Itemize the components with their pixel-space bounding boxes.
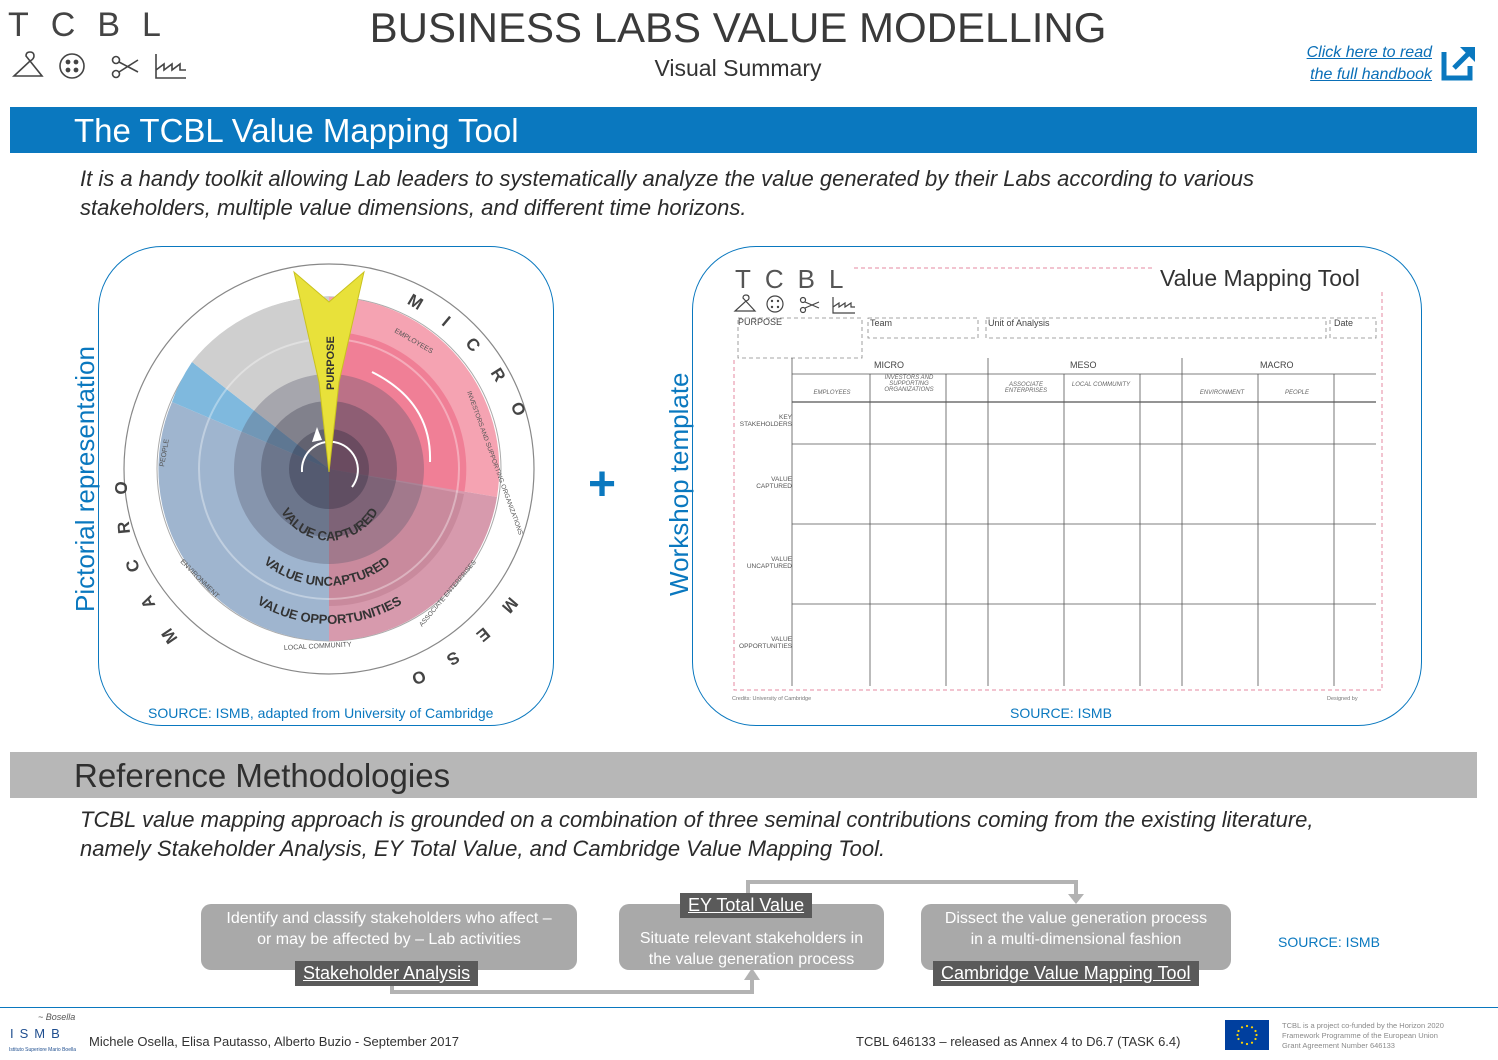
template-logo-letters: TCBL bbox=[735, 264, 858, 294]
footer-release: TCBL 646133 – released as Annex 4 to D6.… bbox=[856, 1034, 1181, 1049]
flow-box-stakeholder: Identify and classify stakeholders who a… bbox=[201, 904, 577, 970]
flow-box-ey: Situate relevant stakeholders in the val… bbox=[619, 904, 884, 970]
footer-funding: TCBL is a project co-funded by the Horiz… bbox=[1282, 1021, 1482, 1051]
ismb-signature-icon: ~ Bosella bbox=[38, 1012, 76, 1022]
template-purpose-field: PURPOSE bbox=[738, 317, 783, 327]
hanger-icon bbox=[733, 294, 757, 312]
macro-sector bbox=[158, 296, 329, 641]
tcbl-logo-letters: TCBL bbox=[8, 6, 183, 44]
scissors-icon bbox=[799, 296, 820, 314]
template-col-investors: INVESTORS AND SUPPORTING ORGANIZATIONS bbox=[884, 375, 934, 393]
footer-authors: Michele Osella, Elisa Pautasso, Alberto … bbox=[89, 1034, 459, 1049]
template-col-people: PEOPLE bbox=[1284, 390, 1309, 396]
flow-box1-line1: Identify and classify stakeholders who a… bbox=[226, 910, 552, 927]
template-col-local: LOCAL COMMUNITY bbox=[1071, 382, 1131, 388]
workshop-source: SOURCE: ISMB bbox=[1010, 705, 1112, 721]
section2-intro-line1: TCBL value mapping approach is grounded … bbox=[80, 807, 1314, 832]
cambridge-tool-tag[interactable]: Cambridge Value Mapping Tool bbox=[933, 961, 1199, 986]
section1-intro-line2: stakeholders, multiple value dimensions,… bbox=[80, 195, 747, 220]
section-bar-reference: Reference Methodologies bbox=[10, 752, 1477, 798]
template-unit-field: Unit of Analysis bbox=[988, 318, 1050, 328]
flow-box2-line1: Situate relevant stakeholders in bbox=[639, 930, 864, 947]
section2-intro: TCBL value mapping approach is grounded … bbox=[80, 805, 1460, 863]
template-title: Value Mapping Tool bbox=[1160, 265, 1360, 291]
external-link-icon[interactable] bbox=[1440, 44, 1476, 82]
handbook-link[interactable]: Click here to read the full handbook bbox=[1307, 42, 1432, 86]
pictorial-label: Pictorial representation bbox=[70, 346, 100, 612]
purpose-wedge bbox=[293, 270, 365, 473]
handbook-link-line1[interactable]: Click here to read bbox=[1306, 44, 1432, 61]
micro-sector bbox=[329, 297, 500, 497]
pictorial-source: SOURCE: ISMB, adapted from University of… bbox=[148, 705, 494, 721]
tcbl-logo-icons bbox=[11, 51, 186, 79]
purpose-label: PURPOSE bbox=[325, 336, 337, 390]
flow-box-cambridge: Dissect the value generation process in … bbox=[921, 904, 1231, 970]
section-title-value-mapping: The TCBL Value Mapping Tool bbox=[74, 112, 519, 149]
flow-source: SOURCE: ISMB bbox=[1278, 934, 1380, 950]
workshop-label: Workshop template bbox=[664, 372, 694, 596]
value-wheel-diagram: PURPOSE VALUE CAPTURED VALUE UNCAPTURED … bbox=[112, 263, 535, 698]
factory-icon bbox=[832, 297, 855, 314]
flow-box1-line2: or may be affected by – Lab activities bbox=[257, 931, 521, 948]
button-icon bbox=[59, 53, 85, 79]
template-logo-icons bbox=[733, 294, 855, 314]
template-col-associate: ASSOCIATE ENTERPRISES bbox=[1004, 382, 1048, 394]
template-col-employees: EMPLOYEES bbox=[813, 390, 851, 396]
footer-funding-line2: Framework Programme of the European Unio… bbox=[1282, 1031, 1438, 1040]
stakeholder-analysis-tag[interactable]: Stakeholder Analysis bbox=[295, 961, 479, 986]
footer-funding-line1: TCBL is a project co-funded by the Horiz… bbox=[1282, 1021, 1444, 1030]
template-group-macro: MACRO bbox=[1260, 360, 1294, 370]
page-subtitle: Visual Summary bbox=[654, 55, 822, 81]
workshop-template-form bbox=[733, 267, 1383, 691]
footer-divider bbox=[0, 1007, 1498, 1008]
stakeholder-people: PEOPLE bbox=[159, 438, 171, 467]
template-credits: Credits: University of Cambridge bbox=[732, 696, 812, 702]
flow-box3-line1: Dissect the value generation process bbox=[944, 910, 1208, 927]
template-group-meso: MESO bbox=[1070, 360, 1097, 370]
flow-box3-line2: in a multi-dimensional fashion bbox=[970, 931, 1182, 948]
button-icon bbox=[766, 295, 784, 313]
section1-intro: It is a handy toolkit allowing Lab leade… bbox=[80, 164, 1440, 222]
ey-total-value-tag[interactable]: EY Total Value bbox=[680, 893, 813, 918]
ismb-logo: ISMB bbox=[10, 1026, 66, 1041]
stakeholder-local-community: LOCAL COMMUNITY bbox=[284, 641, 352, 652]
template-date-field: Date bbox=[1334, 318, 1354, 328]
section1-intro-line1: It is a handy toolkit allowing Lab leade… bbox=[80, 166, 1255, 191]
template-col-environment: ENVIRONMENT bbox=[1199, 390, 1245, 396]
section-bar-value-mapping: The TCBL Value Mapping Tool bbox=[10, 107, 1477, 153]
scissors-icon bbox=[111, 55, 139, 79]
template-group-micro: MICRO bbox=[874, 360, 904, 370]
page-title: BUSINESS LABS VALUE MODELLING bbox=[369, 4, 1107, 51]
meso-sector bbox=[329, 469, 497, 641]
eu-flag-icon bbox=[1225, 1020, 1269, 1050]
hanger-icon bbox=[11, 51, 44, 77]
template-row-key-stakeholders: KEY STAKEHOLDERS bbox=[739, 414, 792, 428]
template-designed-by: Designed by bbox=[1327, 696, 1358, 702]
template-row-value-captured: VALUE CAPTURED bbox=[756, 476, 792, 490]
plus-sign: + bbox=[588, 458, 617, 511]
section-title-reference: Reference Methodologies bbox=[74, 757, 451, 794]
template-row-value-uncaptured: VALUE UNCAPTURED bbox=[746, 556, 792, 570]
ismb-logo-subtitle: Istituto Superiore Mario Boella bbox=[9, 1047, 76, 1053]
template-row-value-opportunities: VALUE OPPORTUNITIES bbox=[739, 636, 792, 650]
handbook-link-line2[interactable]: the full handbook bbox=[1310, 66, 1432, 83]
factory-icon bbox=[155, 54, 186, 79]
footer-funding-line3: Grant Agreement Number 646133 bbox=[1282, 1041, 1395, 1050]
template-team-field: Team bbox=[870, 318, 893, 328]
flow-box2-line2: the value generation process bbox=[648, 951, 855, 968]
workshop-panel bbox=[692, 246, 1422, 726]
section2-intro-line2: namely Stakeholder Analysis, EY Total Va… bbox=[80, 836, 886, 861]
